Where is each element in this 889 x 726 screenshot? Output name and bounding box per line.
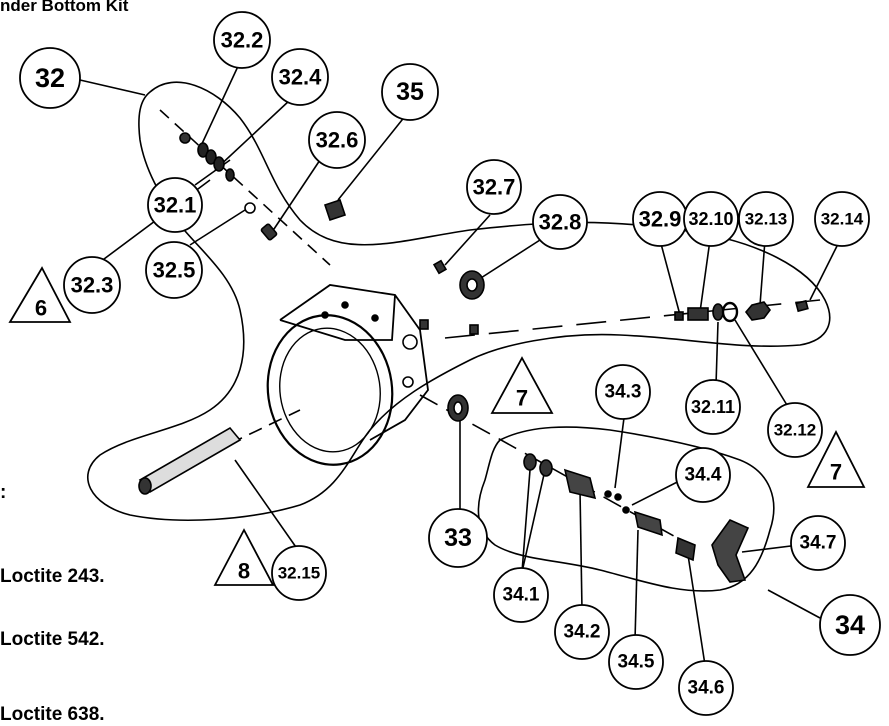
callout-32-1: 32.1 [154, 193, 197, 218]
callout-32-2: 32.2 [221, 28, 264, 53]
callout-32-3: 32.3 [71, 273, 114, 298]
callout-32: 32 [35, 63, 65, 93]
note-triangle-8: 8 [238, 559, 250, 584]
callout-34-1: 34.1 [503, 585, 540, 606]
callout-32-7: 32.7 [473, 175, 516, 200]
callout-32-5: 32.5 [153, 258, 196, 283]
callout-34-7: 34.7 [800, 533, 837, 554]
callout-32-12: 32.12 [774, 421, 817, 440]
callout-34: 34 [835, 610, 865, 640]
callout-35: 35 [396, 78, 424, 106]
callout-34-6: 34.6 [688, 678, 725, 699]
callout-33: 33 [444, 524, 472, 552]
notes-heading-colon: : [0, 482, 7, 503]
note-triangle-7-right: 7 [830, 460, 842, 485]
callout-34-2: 34.2 [564, 622, 601, 643]
note-triangle-6: 6 [35, 296, 47, 321]
callout-32-15: 32.15 [278, 564, 321, 583]
callout-32-14: 32.14 [821, 210, 864, 229]
diagram-title: nder Bottom Kit [0, 0, 129, 15]
note-loctite-542: Loctite 542. [0, 629, 105, 650]
cylinder-bottom-ring [266, 314, 394, 466]
note-triangle-7-upper: 7 [516, 386, 528, 411]
note-loctite-638: Loctite 638. [0, 704, 105, 725]
callout-34-3: 34.3 [605, 382, 642, 403]
callout-32-9: 32.9 [639, 207, 682, 232]
callout-32-8: 32.8 [539, 210, 582, 235]
callout-32-4: 32.4 [279, 65, 323, 90]
group-32-outline [87, 81, 831, 522]
callout-34-5: 34.5 [618, 652, 655, 673]
callout-32-10: 32.10 [688, 209, 733, 229]
callout-32-11: 32.11 [691, 397, 735, 417]
note-loctite-243: Loctite 243. [0, 566, 105, 587]
callout-32-13: 32.13 [745, 210, 788, 229]
callout-32-6: 32.6 [316, 128, 359, 153]
callout-34-4: 34.4 [685, 465, 722, 486]
